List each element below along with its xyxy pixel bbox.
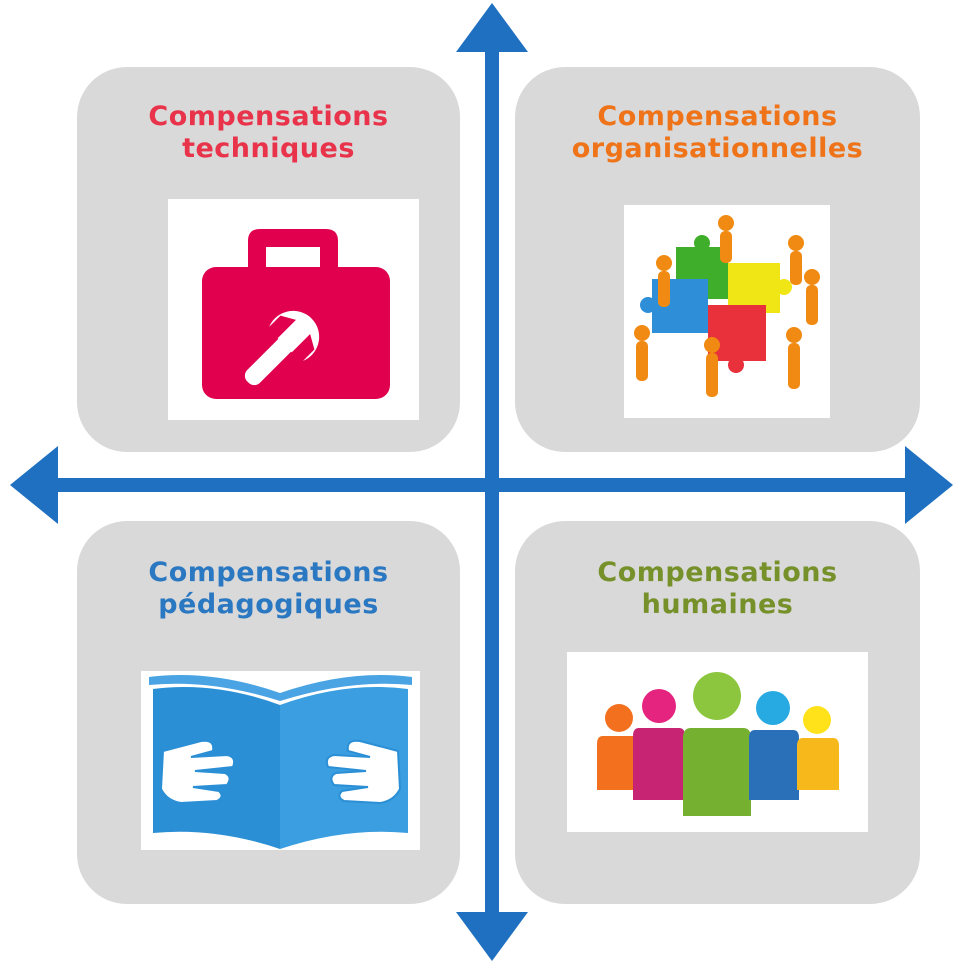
human-title: Compensations humaines: [515, 557, 920, 621]
pedagogical-title-line1: Compensations: [148, 557, 389, 588]
human-title-line2: humaines: [641, 589, 794, 620]
puzzle-team-icon: [624, 205, 830, 418]
arrow-right-icon: [905, 446, 953, 524]
organizational-title: Compensations organisationnelles: [515, 101, 920, 165]
technical-title-line1: Compensations: [148, 101, 389, 132]
quadrant-pedagogical: Compensations pédagogiques: [77, 521, 460, 904]
arrow-up-icon: [456, 3, 528, 52]
toolbox-wrench-icon: [168, 199, 419, 420]
organizational-title-line1: Compensations: [597, 101, 838, 132]
human-title-line1: Compensations: [597, 557, 838, 588]
people-group-icon: [567, 652, 868, 832]
arrow-left-icon: [10, 446, 58, 524]
technical-title: Compensations techniques: [77, 101, 460, 165]
quadrant-technical: Compensations techniques: [77, 67, 460, 452]
pedagogical-title-line2: pédagogiques: [158, 589, 379, 620]
quadrant-human: Compensations humaines: [515, 521, 920, 904]
technical-title-line2: techniques: [182, 133, 355, 164]
pedagogical-title: Compensations pédagogiques: [77, 557, 460, 621]
quadrant-organizational: Compensations organisationnelles: [515, 67, 920, 452]
open-book-hands-icon: [141, 671, 420, 850]
horizontal-axis: [55, 478, 905, 492]
arrow-down-icon: [456, 912, 528, 961]
organizational-title-line2: organisationnelles: [571, 133, 864, 164]
